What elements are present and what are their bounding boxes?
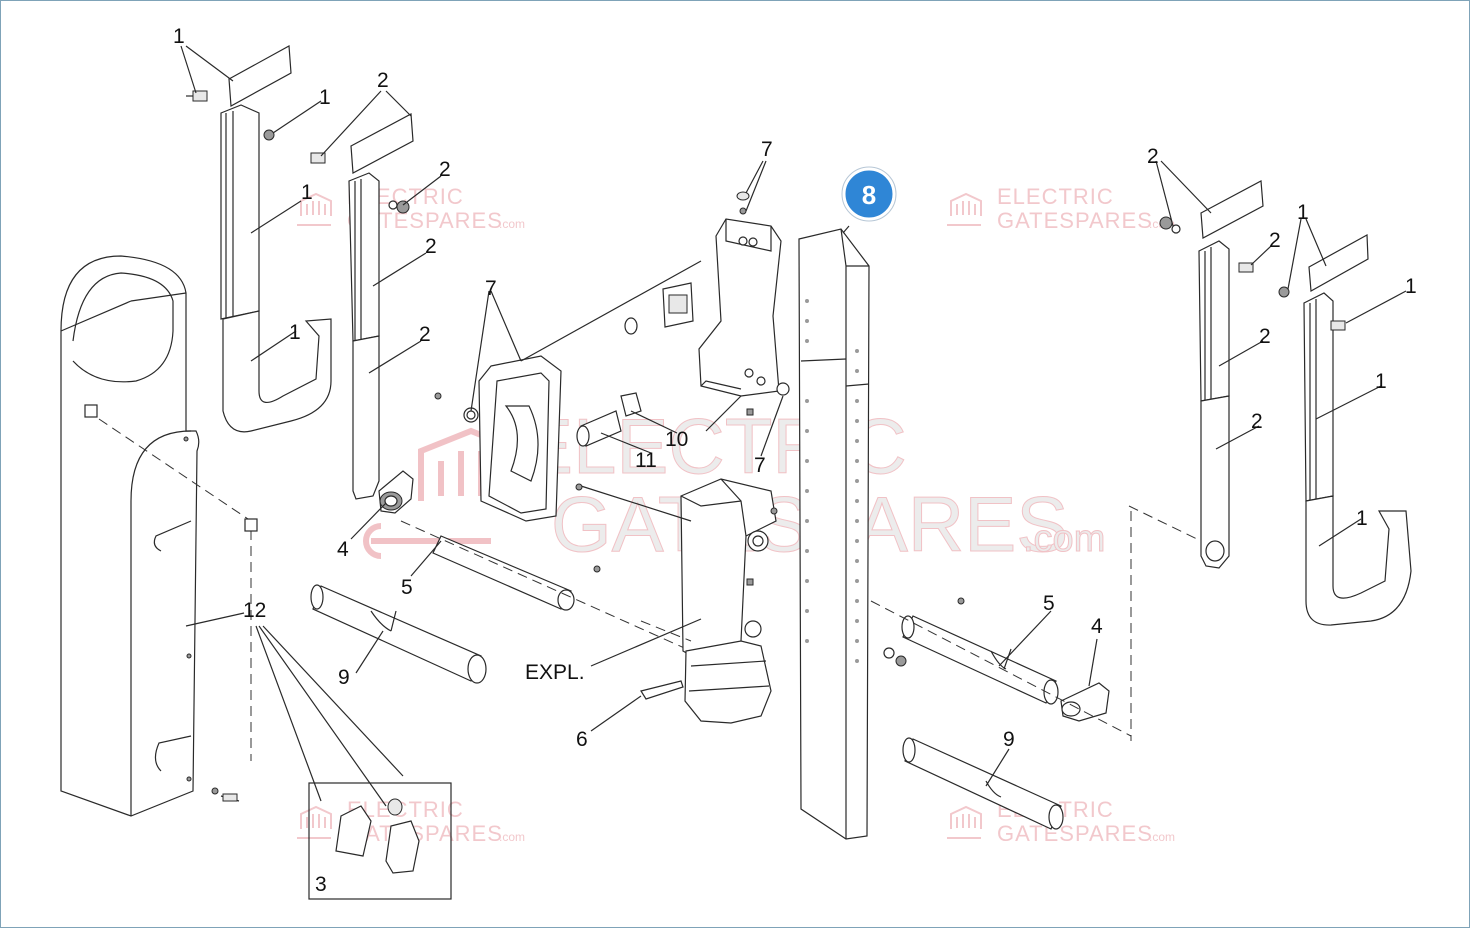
watermark-suffix: .com (499, 830, 525, 844)
label-part-1: 1 (173, 25, 185, 48)
label-part-10: 10 (665, 428, 688, 451)
label-part-2: 2 (439, 158, 451, 181)
label-part-2: 2 (1251, 410, 1263, 433)
switch-plate (624, 282, 694, 335)
label-part-1: 1 (1297, 201, 1309, 224)
leader-lines (180, 45, 1407, 807)
watermark-bottom-left: ELECTRIC GATESPARES .com (297, 797, 525, 846)
control-box-cover (434, 355, 562, 522)
watermark-logo-icon (297, 805, 332, 839)
label-part-2: 2 (1259, 325, 1271, 348)
inset-box-part-3 (308, 782, 452, 900)
left-arm-j-bar (186, 45, 332, 433)
watermark-line2: GATESPARES (997, 821, 1153, 846)
label-part-5: 5 (1043, 592, 1055, 615)
label-expl: EXPL. (525, 661, 585, 684)
label-part-1: 1 (301, 181, 313, 204)
watermark-line2: GATESPARES (347, 821, 503, 846)
link-plate-left (378, 470, 414, 514)
small-clip (244, 518, 258, 532)
label-part-2: 2 (425, 235, 437, 258)
watermark-logo-icon (297, 192, 332, 226)
tube-right (902, 737, 1064, 830)
watermark-top-left: ELECTRIC GATESPARES .com (297, 184, 525, 233)
mounting-bracket (698, 191, 790, 416)
part-labels: 1 1 2 2 1 2 1 2 7 7 10 11 7 4 5 12 9 3 E… (173, 25, 1417, 896)
label-part-1: 1 (1405, 275, 1417, 298)
watermark-line2: GATESPARES (997, 208, 1153, 233)
label-part-1: 1 (319, 86, 331, 109)
watermark-logo-icon (947, 805, 982, 839)
badge-8: 8 (841, 166, 897, 222)
link-plate-right (1060, 682, 1110, 722)
label-part-2: 2 (419, 323, 431, 346)
label-part-1: 1 (1356, 507, 1368, 530)
label-part-1: 1 (1375, 370, 1387, 393)
watermark-logo-icon (947, 192, 982, 226)
label-part-2: 2 (377, 69, 389, 92)
motor-gearbox (680, 478, 778, 724)
label-part-7: 7 (761, 138, 773, 161)
badge-8-text: 8 (862, 180, 876, 210)
cover-housing (60, 255, 200, 817)
watermark-suffix: .com (1149, 830, 1175, 844)
label-part-6: 6 (576, 728, 588, 751)
tube-left (310, 584, 487, 684)
label-part-11: 11 (635, 449, 657, 472)
label-part-1: 1 (289, 321, 301, 344)
right-arm-straight-bar (1159, 180, 1264, 569)
label-part-12: 12 (243, 599, 266, 622)
label-part-7: 7 (485, 277, 497, 300)
center-post-8 (798, 228, 870, 840)
label-part-5: 5 (401, 576, 413, 599)
label-part-2: 2 (1269, 229, 1281, 252)
watermark-line1: ELECTRIC (997, 184, 1114, 209)
watermark-large-suffix: .com (1023, 518, 1105, 560)
label-part-4: 4 (1091, 615, 1103, 638)
label-part-7: 7 (754, 454, 766, 477)
label-part-3: 3 (315, 873, 327, 896)
right-arm-j-bar (1278, 234, 1412, 626)
left-arm-straight-bar (310, 113, 414, 500)
watermark-suffix: .com (499, 217, 525, 231)
label-part-9: 9 (1003, 728, 1015, 751)
release-handle (640, 680, 684, 700)
pin-right (883, 597, 1059, 705)
label-part-4: 4 (337, 538, 349, 561)
label-part-9: 9 (338, 666, 350, 689)
post-holes (805, 299, 859, 663)
capacitor-11 (576, 392, 642, 447)
watermark-top-right: ELECTRIC GATESPARES .com (947, 184, 1175, 233)
label-part-2: 2 (1147, 145, 1159, 168)
housing-screw (211, 787, 240, 802)
